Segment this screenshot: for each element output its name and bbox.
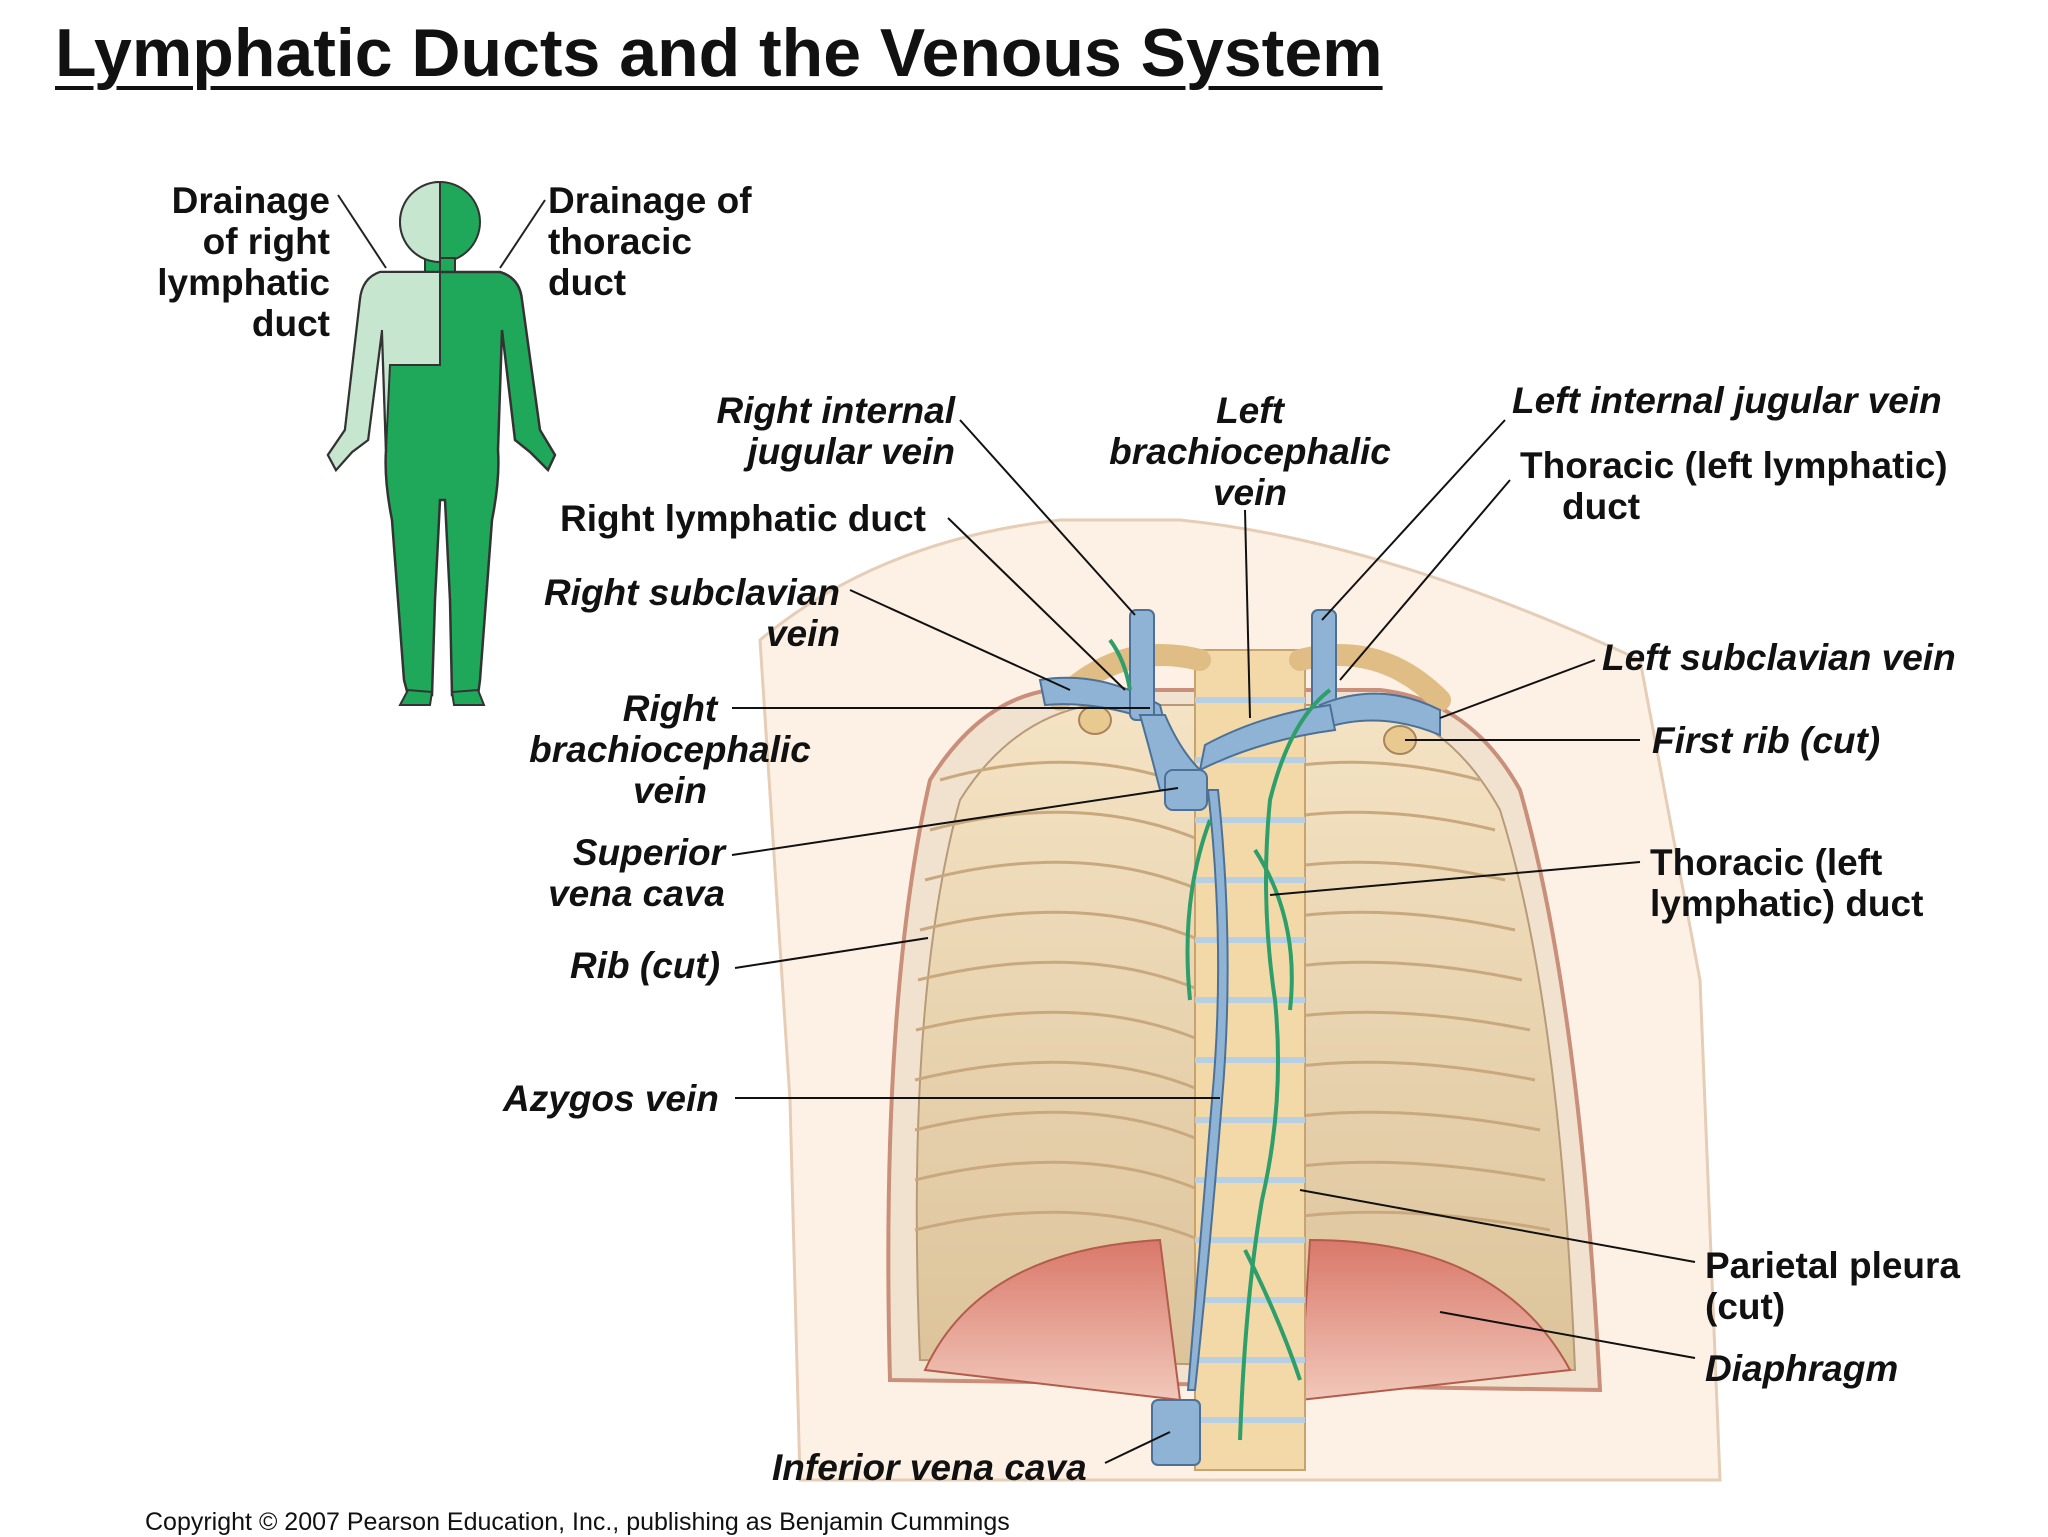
label-first-rib-cut: First rib (cut): [1652, 720, 1881, 761]
azygos-vein: [1186, 789, 1229, 1391]
diaphragm-left: [923, 1238, 1182, 1402]
label-line: jugular vein: [747, 431, 955, 472]
label-diaphragm: Diaphragm: [1705, 1348, 1899, 1389]
label-thoracic-duct-top: Thoracic (left lymphatic) duct: [1520, 445, 1948, 527]
label-right-lymphatic-duct: Right lymphatic duct: [560, 498, 926, 539]
label-superior-vena-cava: Superior vena cava: [470, 832, 725, 914]
right-lymphatic-duct-vessel: [1108, 638, 1132, 691]
body-drainage-inset: [326, 180, 557, 706]
label-line: Right: [622, 688, 718, 729]
label-drainage-thoracic-duct: Drainage of thoracic duct: [548, 180, 752, 303]
label-line: Superior: [572, 832, 725, 873]
right-internal-jugular-vein: [1129, 609, 1155, 721]
label-line: duct: [1562, 486, 1641, 527]
label-line: vein: [765, 613, 840, 654]
label-line: lymphatic) duct: [1650, 883, 1924, 924]
label-line: brachiocephalic: [1109, 431, 1391, 472]
thorax-illustration: [758, 518, 1722, 1482]
label-line: Drainage: [171, 180, 330, 221]
label-left-internal-jugular-vein: Left internal jugular vein: [1512, 380, 1942, 421]
label-right-brachiocephalic-vein: Right brachiocephalic vein: [520, 688, 820, 811]
label-line: Thoracic (left: [1650, 842, 1883, 883]
thoracic-duct: [1238, 688, 1332, 1441]
inferior-vena-cava: [1151, 1399, 1201, 1466]
label-azygos-vein: Azygos vein: [503, 1078, 719, 1119]
label-left-subclavian-vein: Left subclavian vein: [1602, 637, 1956, 678]
label-drainage-right-lymphatic: Drainage of right lymphatic duct: [100, 180, 330, 344]
label-right-internal-jugular-vein: Right internal jugular vein: [640, 390, 955, 472]
label-inferior-vena-cava: Inferior vena cava: [772, 1447, 1087, 1488]
label-line: vein: [1212, 472, 1288, 513]
label-line: vena cava: [548, 873, 725, 914]
label-right-subclavian-vein: Right subclavian vein: [520, 572, 840, 654]
copyright-notice: Copyright © 2007 Pearson Education, Inc.…: [145, 1508, 1010, 1536]
first-rib-cut-right: [1078, 705, 1112, 735]
label-line: duct: [251, 303, 330, 344]
label-line: of right: [202, 221, 330, 262]
label-line: Drainage of: [548, 180, 752, 221]
label-line: (cut): [1705, 1286, 1786, 1327]
label-line: thoracic: [548, 221, 692, 262]
label-line: duct: [548, 262, 627, 303]
label-line: Left: [1216, 390, 1284, 431]
lymphatic-vessels: [1108, 638, 1332, 1441]
label-line: brachiocephalic: [529, 729, 811, 770]
label-left-brachiocephalic-vein: Left brachiocephalic vein: [1100, 390, 1400, 513]
label-line: Thoracic (left lymphatic): [1520, 445, 1948, 486]
label-rib-cut: Rib (cut): [570, 945, 721, 986]
label-line: vein: [632, 770, 708, 811]
leader-lines: [731, 419, 1696, 1464]
label-line: Right internal: [716, 390, 955, 431]
label-line: Right subclavian: [543, 572, 840, 613]
label-thoracic-duct-mid: Thoracic (left lymphatic) duct: [1650, 842, 1923, 924]
left-subclavian-vein: [1318, 692, 1441, 737]
label-parietal-pleura: Parietal pleura (cut): [1705, 1245, 1960, 1327]
diaphragm-right: [1298, 1238, 1572, 1402]
label-line: Parietal pleura: [1705, 1245, 1961, 1286]
page-title: Lymphatic Ducts and the Venous System: [55, 15, 1383, 91]
label-line: lymphatic: [157, 262, 330, 303]
right-lymphatic-duct-drainage-region: [326, 180, 441, 472]
